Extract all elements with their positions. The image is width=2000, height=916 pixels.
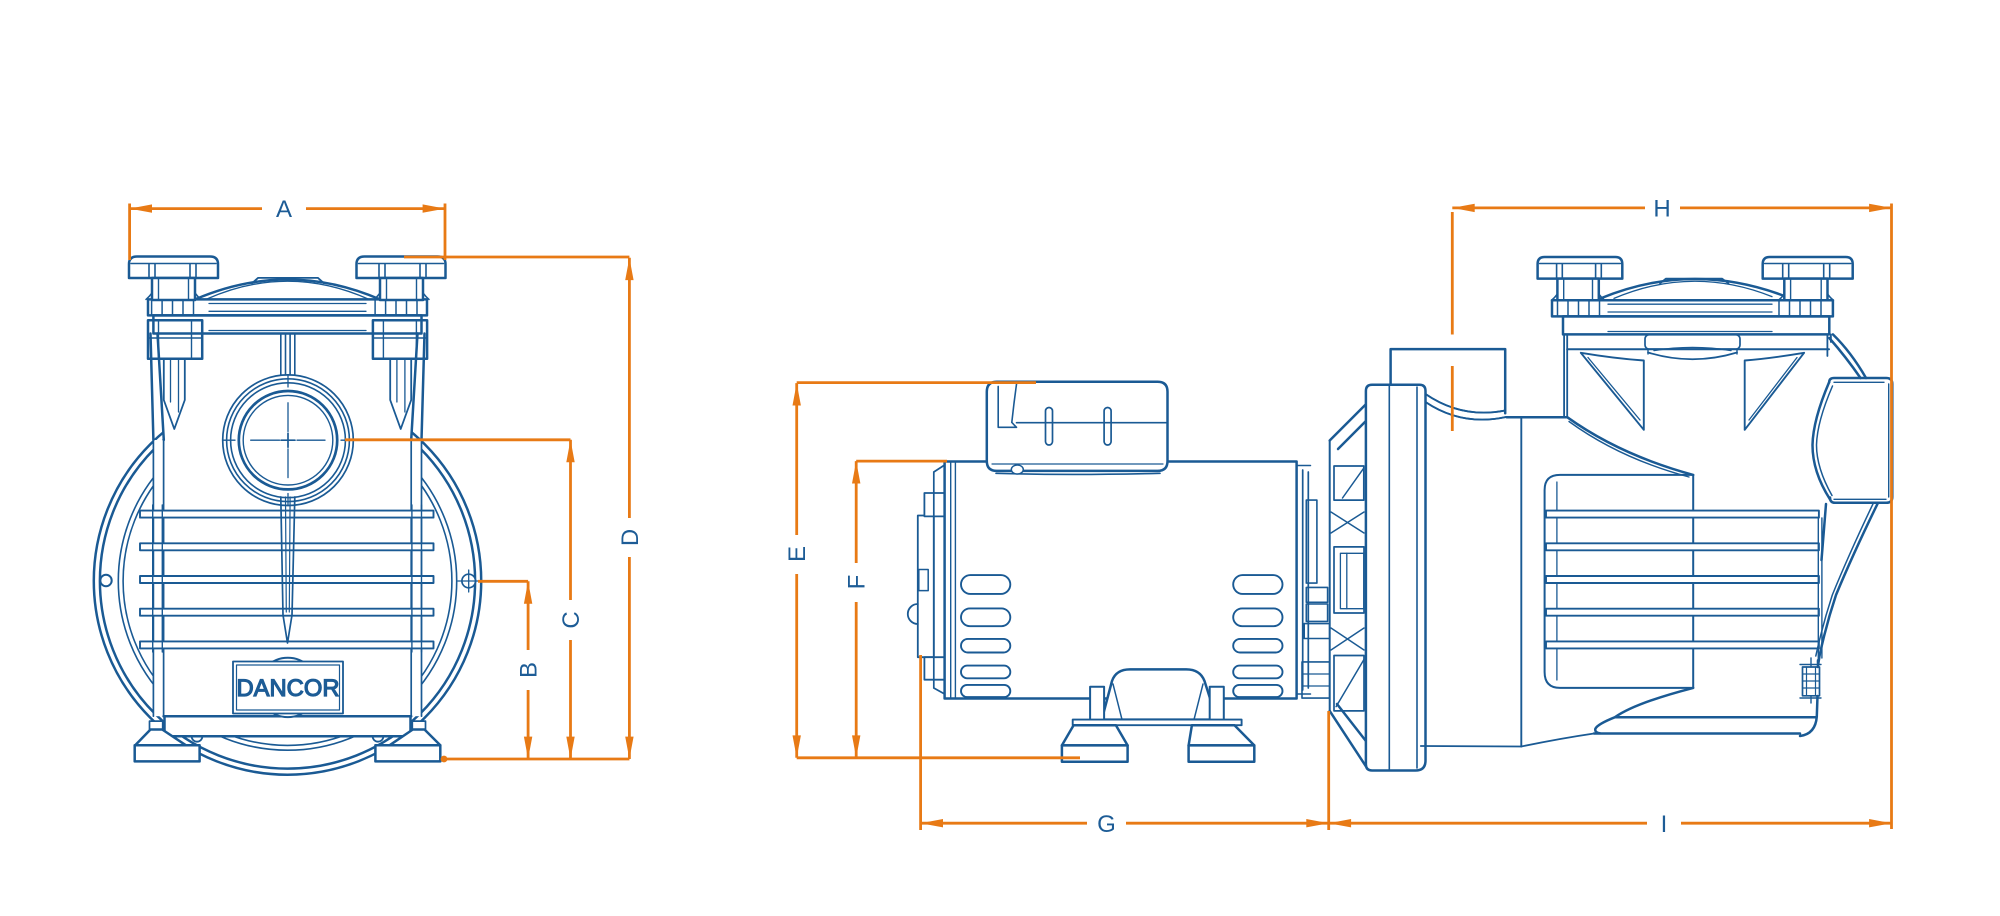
svg-text:G: G — [1097, 811, 1116, 838]
svg-text:H: H — [1653, 196, 1670, 223]
svg-text:F: F — [844, 575, 871, 590]
svg-text:A: A — [276, 196, 292, 223]
svg-text:D: D — [617, 529, 644, 546]
svg-text:I: I — [1661, 811, 1668, 838]
svg-text:C: C — [558, 611, 585, 628]
svg-text:DANCOR: DANCOR — [237, 675, 340, 702]
svg-text:B: B — [516, 662, 543, 678]
svg-text:E: E — [784, 546, 811, 562]
